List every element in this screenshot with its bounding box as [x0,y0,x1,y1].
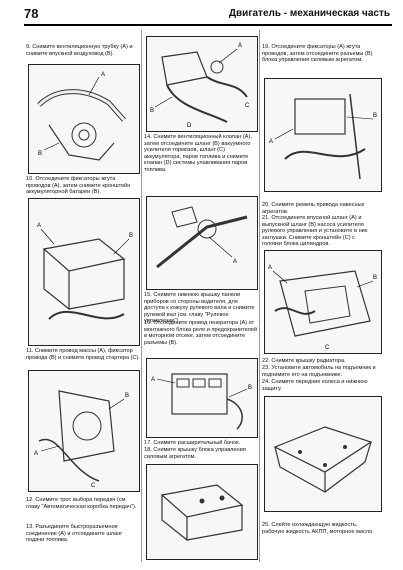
callout-b: B [125,393,129,399]
callout-a: A [101,72,105,78]
callout-b: B [248,385,252,391]
page-header: 78 Двигатель - механическая часть [24,6,392,24]
callout-b: B [38,151,42,157]
column-divider [259,30,260,562]
step-23-text: 23. Установите автомобиль на подъемник и… [262,365,376,378]
callout-a: A [37,223,41,229]
callout-a: A [151,377,155,383]
callout-a: A [268,265,272,271]
header-rule [24,24,392,26]
step-10-text: 10. Отсоедините фиксаторы жгута проводов… [26,176,131,196]
callout-b: B [373,275,377,281]
callout-a: A [34,451,38,457]
callout-b: B [129,233,133,239]
step-24-text: 24. Снимите передние колеса и нижнюю защ… [262,379,368,392]
callout-c: C [245,103,250,109]
step-15-text: 15. Снимите нижнюю крышку панели приборо… [144,292,255,325]
callout-c: C [91,483,96,489]
callout-a: A [269,139,273,145]
figure-pcm-connectors: A B [264,78,382,192]
step-19-text: 19. Отсоедините фиксаторы (A) жгута пров… [262,44,373,64]
callout-a: A [233,259,237,265]
step-20-text: 20. Снимите ремень привода навесных агре… [262,202,365,215]
figure-battery-bracket: A B [28,198,140,346]
callout-b: B [150,108,154,114]
callout-a: A [238,43,242,49]
step-25-text: 25. Слейте охлаждающую жидкость, рабочую… [262,522,374,535]
callout-b: B [373,113,377,119]
step-16-text: 16. Отсоедините провод генератора (A) от… [144,320,258,346]
step-18-text: 18. Снимите крышку блока управления сило… [144,447,246,460]
figure-steering-shaft: A [146,196,258,290]
step-9-text: 9. Снимите вентиляционную трубку (A) и с… [26,44,133,57]
figure-starter-wiring: A B C [28,370,140,492]
step-12-text: 12. Снимите трос выбора передач (см. гла… [26,497,137,510]
step-13-text: 13. Разъедините быстроразъемное соединен… [26,524,123,544]
step-14-text: 14. Снимите вентиляционный клапан (A), з… [144,134,252,173]
step-11-text: 11. Снимите провод массы (A), фиксатор п… [26,348,140,361]
column-divider [141,30,142,562]
step-22-text: 22. Снимите крышку радиатора. [262,358,346,364]
page-title: Двигатель - механическая часть [228,8,390,19]
step-21-text: 21. Отсоедините впускной шланг (A) и вып… [262,215,368,248]
figure-pcm-cover [146,464,258,560]
figure-fuse-box: A B [146,358,258,438]
callout-c: C [325,345,330,351]
figure-power-steering-hoses: A B C [264,250,382,354]
figure-intake-duct: A B [28,64,140,174]
page-number: 78 [24,6,39,21]
figure-vent-valve: A B C D [146,36,258,132]
step-17-text: 17. Снимите расширительный бачок. [144,440,241,446]
callout-d: D [187,123,192,129]
figure-undercover [264,396,382,512]
